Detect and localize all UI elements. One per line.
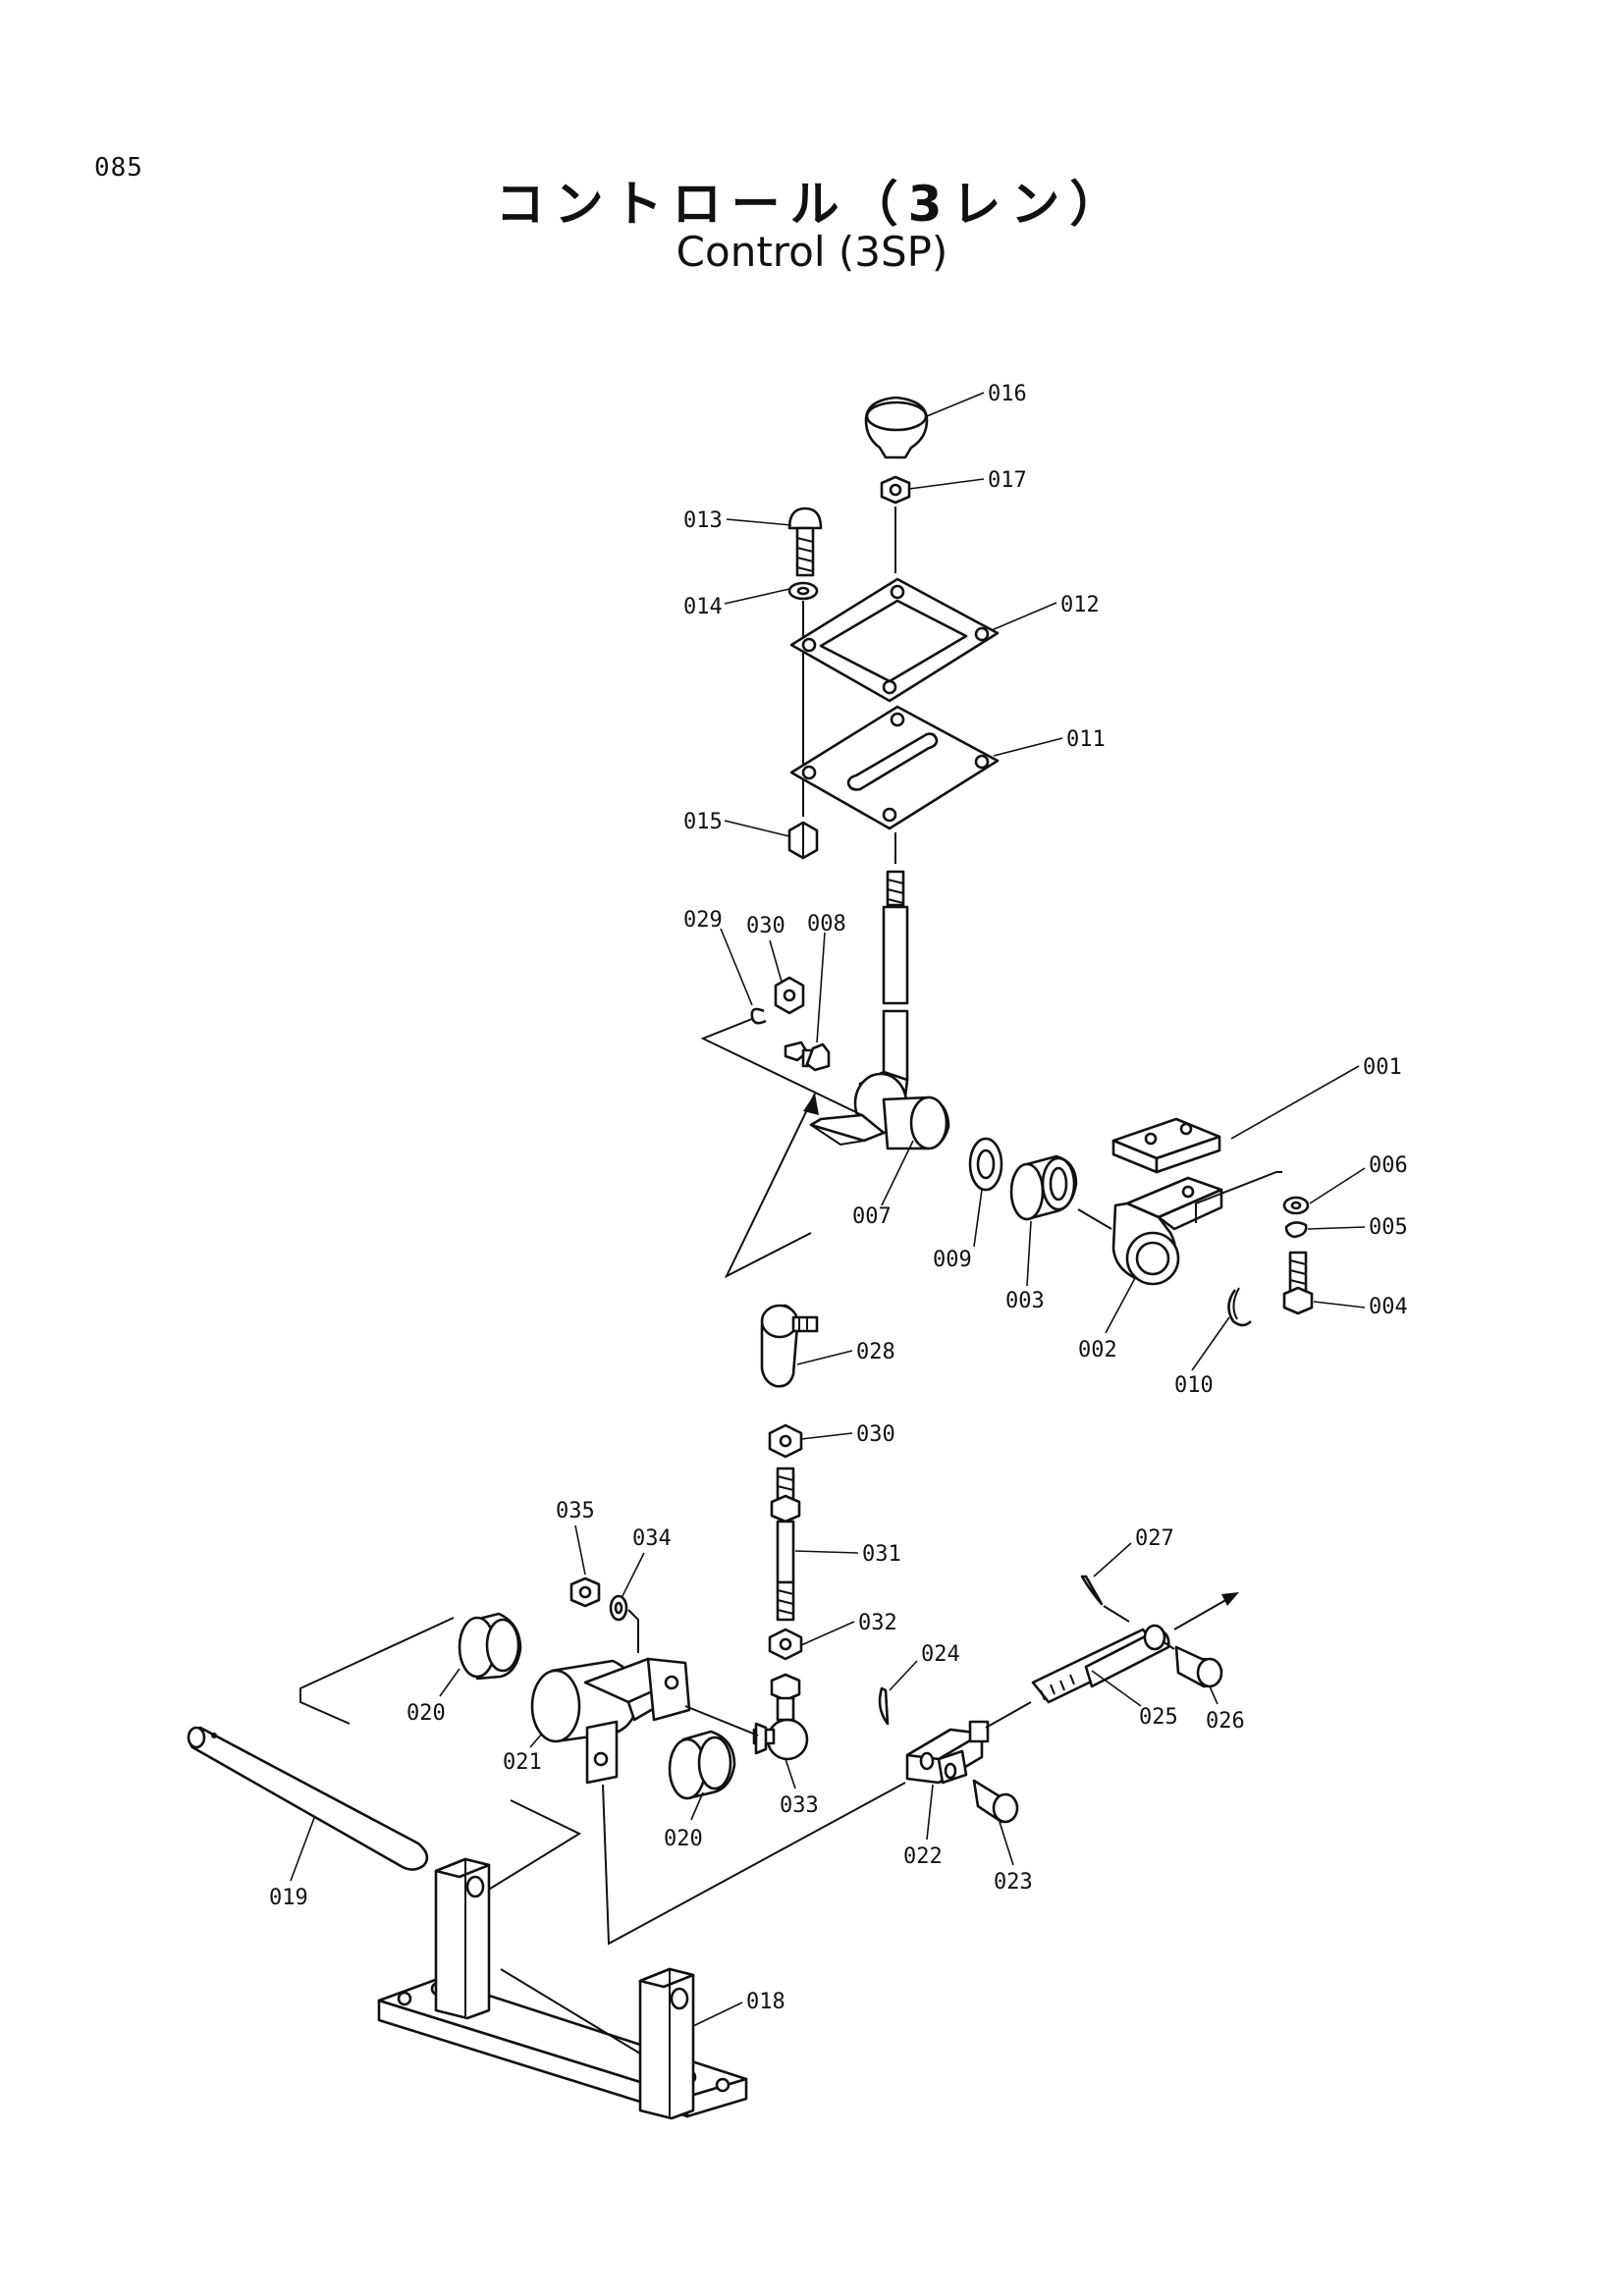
- callout-026: 026: [1206, 1709, 1245, 1734]
- shift-lever-007: [809, 870, 950, 1150]
- rod-031: [770, 1467, 801, 1622]
- callout-016: 016: [988, 382, 1027, 406]
- washer-034: [609, 1594, 628, 1622]
- page-number: 085: [94, 153, 143, 183]
- callout-024: 024: [921, 1642, 960, 1667]
- pin-026: [1174, 1645, 1223, 1688]
- callout-labels: 016 017 013 014 012 011 015 029 030 008 …: [269, 382, 1408, 2014]
- callout-013: 013: [683, 508, 723, 533]
- callout-029: 029: [683, 908, 723, 933]
- grease-fitting-008: [784, 1041, 831, 1072]
- callout-020-upper: 020: [406, 1701, 446, 1726]
- washer-009: [968, 1137, 1003, 1192]
- callout-015: 015: [683, 810, 723, 834]
- callout-031: 031: [862, 1542, 901, 1567]
- cotter-pin-027: [1080, 1575, 1130, 1623]
- knob-016: [864, 396, 929, 459]
- washer-006: [1282, 1196, 1310, 1215]
- callout-006: 006: [1369, 1153, 1408, 1178]
- callout-004: 004: [1369, 1295, 1408, 1319]
- callout-003: 003: [1005, 1289, 1045, 1313]
- callout-020-lower: 020: [664, 1827, 703, 1851]
- callout-018: 018: [746, 1990, 785, 2014]
- ball-joint-033: [752, 1673, 809, 1761]
- spring-washer-005: [1284, 1221, 1308, 1239]
- washer-014: [787, 581, 819, 601]
- nut-035: [569, 1576, 601, 1608]
- callout-001: 001: [1363, 1055, 1402, 1080]
- bushing-020-lower: [668, 1730, 736, 1800]
- nut-030-lower: [768, 1423, 803, 1459]
- callout-007: 007: [852, 1204, 892, 1229]
- callout-011: 011: [1066, 727, 1106, 752]
- snap-ring-010: [1227, 1287, 1252, 1327]
- callout-032: 032: [858, 1611, 897, 1635]
- bushing-003: [1009, 1154, 1078, 1221]
- callout-008: 008: [807, 912, 846, 936]
- shaft-019: [187, 1726, 429, 1871]
- callout-022: 022: [903, 1844, 943, 1869]
- cotter-pin-024: [878, 1686, 890, 1726]
- cover-plate-012: [789, 577, 1000, 703]
- lever-021: [530, 1657, 691, 1785]
- bushing-020-upper: [458, 1612, 522, 1681]
- bracket-002: [1111, 1176, 1223, 1286]
- cover-plate-011: [789, 705, 1000, 830]
- callout-030-upper: 030: [746, 914, 785, 938]
- nut-015: [787, 821, 819, 860]
- base-stand-018: [377, 1857, 748, 2120]
- callout-025: 025: [1139, 1705, 1178, 1730]
- nut-017: [880, 475, 911, 505]
- nut-030-upper: [774, 976, 805, 1015]
- plate-001: [1111, 1117, 1221, 1174]
- leader-lines: [290, 392, 1366, 2027]
- bolt-013: [787, 507, 823, 577]
- callout-034: 034: [632, 1526, 672, 1551]
- callout-028: 028: [856, 1340, 895, 1364]
- callout-030-lower: 030: [856, 1422, 895, 1447]
- callout-035: 035: [556, 1499, 595, 1523]
- title-japanese: コントロール（3レン）: [495, 176, 1129, 233]
- callout-010: 010: [1174, 1373, 1214, 1398]
- callout-005: 005: [1369, 1215, 1408, 1240]
- clevis-022: [905, 1720, 990, 1785]
- ball-joint-028: [760, 1304, 819, 1388]
- bolt-004: [1282, 1251, 1314, 1315]
- callout-017: 017: [988, 468, 1027, 493]
- callout-009: 009: [933, 1248, 972, 1272]
- title-english: Control (3SP): [676, 228, 948, 276]
- callout-021: 021: [503, 1750, 542, 1775]
- nut-032: [768, 1628, 803, 1661]
- pin-023: [972, 1779, 1019, 1824]
- callout-033: 033: [780, 1793, 819, 1818]
- callout-019: 019: [269, 1886, 308, 1910]
- callout-023: 023: [994, 1870, 1033, 1895]
- rod-025: [1031, 1624, 1170, 1704]
- snap-ring-029: [750, 1007, 767, 1025]
- callout-014: 014: [683, 595, 723, 619]
- callout-027: 027: [1135, 1526, 1174, 1551]
- callout-012: 012: [1060, 593, 1100, 617]
- callout-002: 002: [1078, 1338, 1117, 1362]
